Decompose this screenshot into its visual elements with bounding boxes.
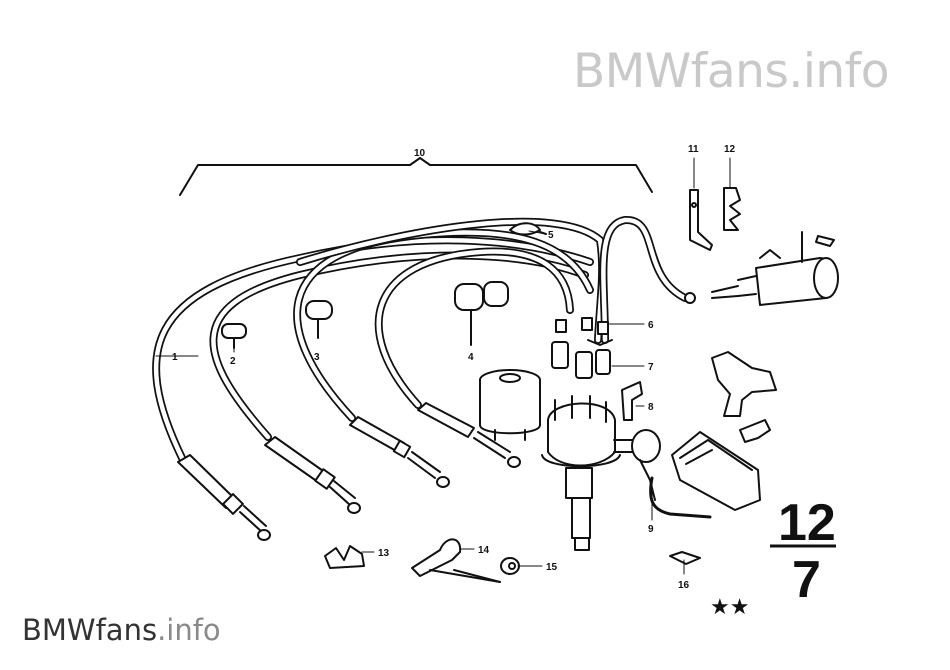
- watermark-top-suffix: .info: [788, 44, 889, 99]
- vacuum-hose: [649, 476, 712, 519]
- callout-15: 15: [546, 562, 558, 573]
- ignition-coil: [684, 231, 839, 306]
- callout-11: 11: [688, 144, 699, 155]
- callout-3: 3: [314, 352, 320, 363]
- sleeve-3: [305, 300, 333, 339]
- leader-lines: [155, 157, 731, 575]
- bracket-clamp-14: [411, 538, 501, 583]
- spark-plug-boot-4: [417, 402, 521, 468]
- spark-plug-boot-2: [264, 436, 361, 514]
- watermark-top-brand: BMWfans: [573, 44, 789, 99]
- watermark-top: BMWfans.info: [573, 44, 889, 99]
- lead-connectors: [555, 317, 613, 346]
- callout-10: 10: [414, 148, 426, 159]
- group-code-bottom: 7: [792, 551, 821, 609]
- callout-6: 6: [648, 320, 654, 331]
- spark-plug-boot-3: [349, 416, 450, 488]
- callout-12: 12: [724, 144, 736, 155]
- callout-1: 1: [172, 352, 178, 363]
- callout-7: 7: [648, 362, 654, 373]
- watermark-bottom: BMWfans.info: [22, 613, 221, 647]
- distributor-cap: [479, 369, 541, 441]
- ignition-lead-2: [209, 251, 589, 441]
- callout-13: 13: [378, 548, 390, 559]
- spark-plug-boot-1: [177, 454, 271, 541]
- coil-lead: [599, 216, 689, 344]
- callout-5: 5: [548, 230, 554, 241]
- ignition-lead-4: [374, 247, 574, 409]
- double-clip-13: [324, 545, 365, 569]
- sleeve-4: [454, 281, 509, 346]
- callout-4: 4: [468, 352, 474, 363]
- watermark-bottom-brand: BMWfans: [22, 613, 158, 647]
- distributor: [541, 341, 661, 551]
- resistor-bracket: [711, 351, 777, 443]
- sleeve-2: [221, 323, 247, 349]
- callout-14: 14: [478, 545, 490, 556]
- grommet-15: [500, 557, 520, 575]
- holder-bracket-11: [689, 189, 713, 251]
- watermark-bottom-suffix: .info: [157, 613, 221, 647]
- callout-16: 16: [678, 580, 690, 591]
- control-unit-cover: [671, 431, 761, 511]
- cable-tie-16: [669, 551, 701, 565]
- angle-connector: [621, 381, 643, 421]
- group-code-top: 12: [778, 494, 836, 552]
- callout-2: 2: [230, 356, 236, 367]
- callout-9: 9: [648, 524, 654, 535]
- callout-8: 8: [648, 402, 654, 413]
- marker-stars: ★★: [710, 595, 749, 620]
- cable-clip-12: [723, 187, 741, 231]
- lead-set-brace: [179, 157, 653, 196]
